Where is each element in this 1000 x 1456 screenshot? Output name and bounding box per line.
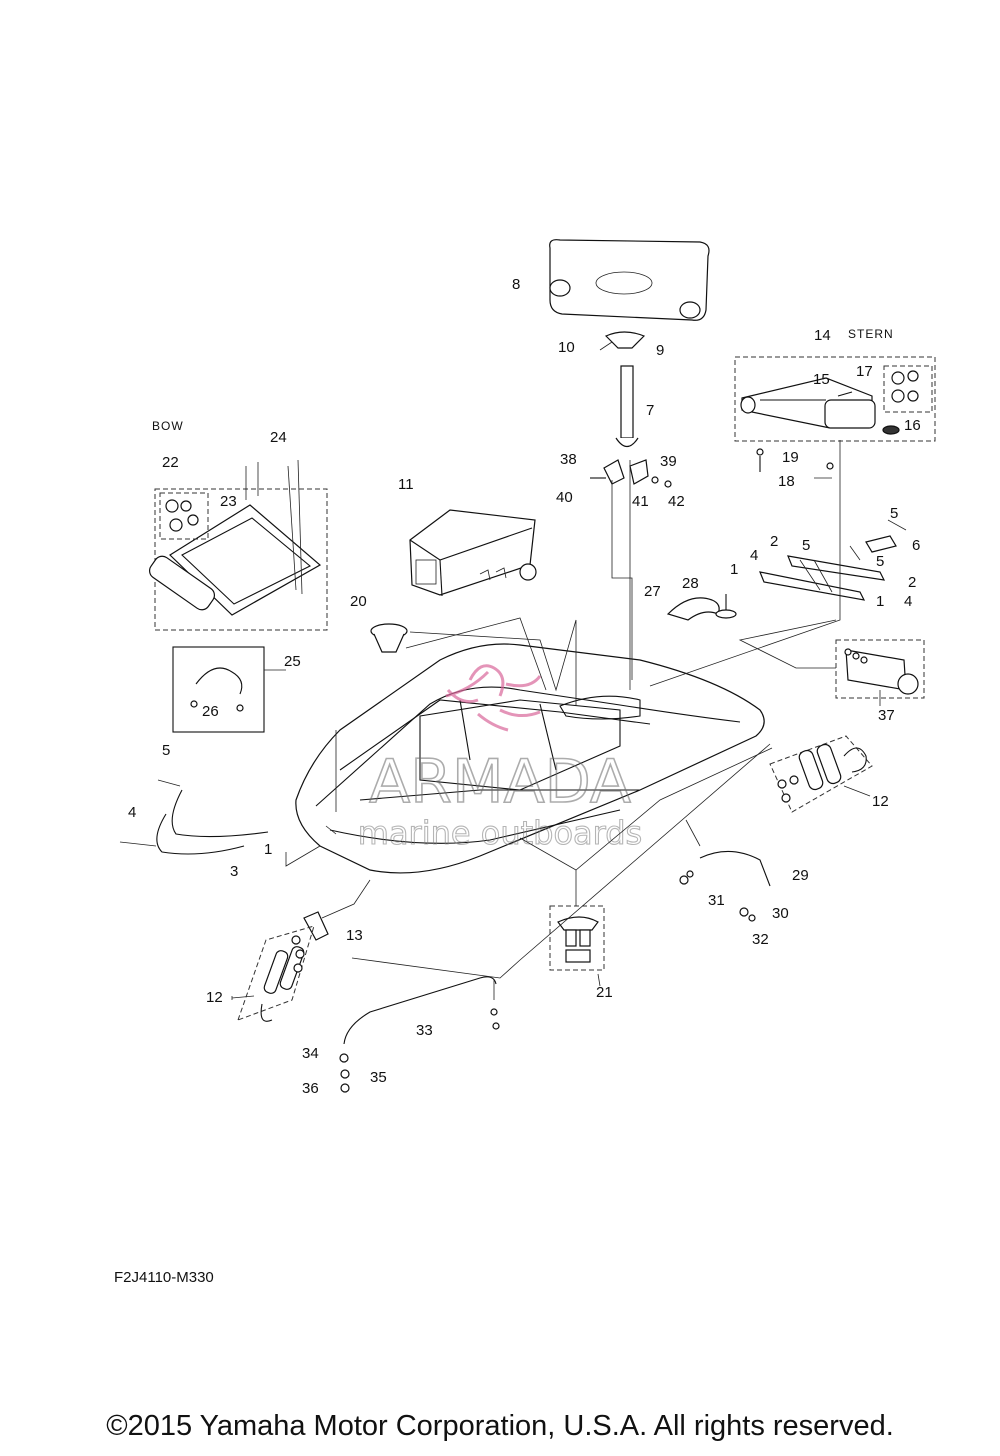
part-38-39-brackets xyxy=(590,459,672,488)
bow-label: BOW xyxy=(152,419,184,433)
copyright-notice: ©2015 Yamaha Motor Corporation, U.S.A. A… xyxy=(106,1410,894,1442)
leader-lines xyxy=(231,440,881,1000)
callout: 32 xyxy=(752,931,769,948)
callout: 31 xyxy=(708,892,725,909)
callout: 29 xyxy=(792,867,809,884)
part-12-bracket-right xyxy=(769,735,873,813)
callout: 6 xyxy=(912,537,920,554)
callout: 20 xyxy=(350,593,367,610)
watermark-name: ARMADA xyxy=(369,747,631,817)
part-33-rail xyxy=(339,976,500,1093)
callout: 12 xyxy=(206,989,223,1006)
callout: 25 xyxy=(284,653,301,670)
callout: 1 xyxy=(264,841,272,858)
callout: 38 xyxy=(560,451,577,468)
part-3-trim-strips xyxy=(119,779,269,855)
watermark: ARMADA marine outboards xyxy=(357,664,643,853)
part-9-mount xyxy=(599,331,646,351)
part-14-stern-seat-assembly xyxy=(734,356,936,479)
callout: 9 xyxy=(656,342,664,359)
callout: 30 xyxy=(772,905,789,922)
callout: 36 xyxy=(302,1080,319,1097)
callout: 8 xyxy=(512,276,520,293)
callout: 1 xyxy=(730,561,738,578)
stern-label: STERN xyxy=(848,327,894,341)
callout: 35 xyxy=(370,1069,387,1086)
callout: 10 xyxy=(558,339,575,356)
callout: 5 xyxy=(876,553,884,570)
callout: 41 xyxy=(632,493,649,510)
drawing-code: F2J4110-M330 xyxy=(114,1269,214,1286)
callout: 42 xyxy=(668,493,685,510)
callout: 27 xyxy=(644,583,661,600)
part-7-pedestal xyxy=(615,365,639,448)
callout: 4 xyxy=(750,547,758,564)
callout: 7 xyxy=(646,402,654,419)
callout: 16 xyxy=(904,417,921,434)
part-callouts: 8 9 10 7 14 15 17 16 19 18 38 39 40 41 4… xyxy=(128,276,921,1097)
part-21-cleat xyxy=(549,905,605,971)
callout: 3 xyxy=(230,863,238,880)
callout: 4 xyxy=(904,593,912,610)
callout: 5 xyxy=(802,537,810,554)
callout: 34 xyxy=(302,1045,319,1062)
callout: 26 xyxy=(202,703,219,720)
part-29-grab-bar xyxy=(679,850,771,922)
callout: 28 xyxy=(682,575,699,592)
callout: 37 xyxy=(878,707,895,724)
part-1-2-rails xyxy=(759,519,907,601)
part-25-hose-kit xyxy=(172,646,265,733)
part-27-grab-handle xyxy=(666,594,737,621)
callout: 15 xyxy=(813,371,830,388)
callout: 21 xyxy=(596,984,613,1001)
callout: 19 xyxy=(782,449,799,466)
callout: 12 xyxy=(872,793,889,810)
callout: 11 xyxy=(398,476,414,493)
part-20-cup-holder xyxy=(370,623,408,653)
part-22-bow-seat-assembly xyxy=(148,459,328,631)
callout: 39 xyxy=(660,453,677,470)
part-13-bracket xyxy=(303,911,329,941)
callout: 2 xyxy=(908,574,916,591)
callout: 40 xyxy=(556,489,573,506)
part-8-seat-cushion xyxy=(549,239,710,321)
callout: 4 xyxy=(128,804,136,821)
callout: 2 xyxy=(770,533,778,550)
callout: 1 xyxy=(876,593,884,610)
callout: 13 xyxy=(346,927,363,944)
part-11-cooler xyxy=(409,509,537,597)
callout: 33 xyxy=(416,1022,433,1039)
callout: 23 xyxy=(220,493,237,510)
callout: 5 xyxy=(162,742,170,759)
callout: 22 xyxy=(162,454,179,471)
watermark-tagline: marine outboards xyxy=(358,814,642,852)
part-37-plate xyxy=(835,639,925,699)
part-12-bracket-left xyxy=(237,925,315,1022)
hull-deck xyxy=(295,643,765,874)
callout: 18 xyxy=(778,473,795,490)
callout: 14 xyxy=(814,327,831,344)
callout: 5 xyxy=(890,505,898,522)
callout: 24 xyxy=(270,429,287,446)
callout: 17 xyxy=(856,363,873,380)
